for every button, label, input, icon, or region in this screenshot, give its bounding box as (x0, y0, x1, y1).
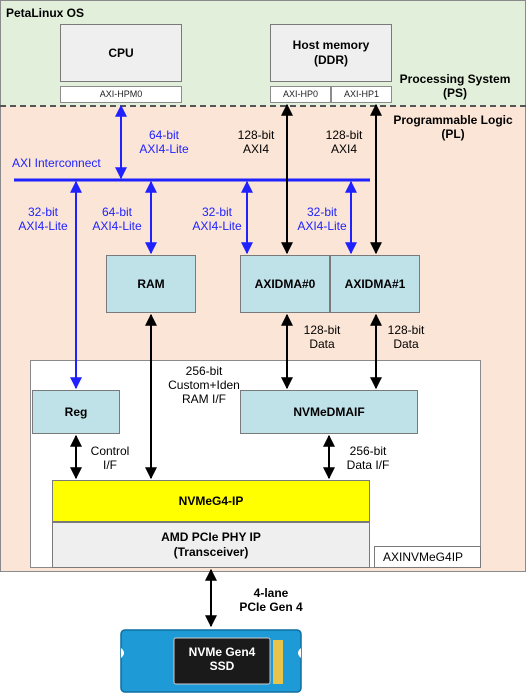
hp1-bus-protocol: AXI4 (330, 142, 357, 156)
phy-line1: AMD PCIe PHY IP (161, 530, 261, 544)
ram-bus-label: 64-bit AXI4-Lite (86, 205, 148, 233)
cpu-label: CPU (108, 45, 134, 60)
ps-title: Processing System (PS) (386, 72, 524, 100)
reg-bus-width: 32-bit (27, 205, 59, 219)
ram-bus-protocol: AXI4-Lite (92, 219, 142, 233)
reg-block: Reg (32, 390, 120, 434)
dma0-data-type: Data (309, 337, 335, 351)
data-if-width: 256-bit (349, 444, 387, 458)
cpu-bus-label: 64-bit AXI4-Lite (128, 128, 200, 156)
ssd-label: NVMe Gen4 SSD (174, 645, 270, 673)
dma1-ctrl-protocol: AXI4-Lite (297, 219, 347, 233)
control-if-label: Control I/F (84, 444, 136, 472)
host-memory-line2: (DDR) (314, 53, 348, 67)
axidma1-block: AXIDMA#1 (330, 255, 420, 313)
dma1-data-label: 128-bit Data (378, 323, 434, 351)
axinvmeg4ip-label: AXINVMeG4IP (374, 546, 481, 568)
dma1-ctrl-width: 32-bit (306, 205, 338, 219)
ram-if-width: 256-bit (185, 364, 223, 378)
axi-interconnect-label: AXI Interconnect (12, 156, 101, 170)
hp0-bus-width: 128-bit (237, 128, 275, 142)
ram-if-name: RAM I/F (182, 392, 226, 406)
cpu-bus-width: 64-bit (148, 128, 180, 142)
pl-title: Programmable Logic (PL) (382, 113, 524, 141)
axidma0-block: AXIDMA#0 (240, 255, 330, 313)
host-memory-line1: Host memory (292, 38, 370, 52)
host-port-hp1: AXI-HP1 (331, 86, 392, 103)
ssd-line1: NVMe Gen4 (188, 645, 256, 659)
data-if-label: 256-bit Data I/F (338, 444, 398, 472)
dma0-ctrl-protocol: AXI4-Lite (192, 219, 242, 233)
pl-title-line2: (PL) (441, 127, 465, 141)
dma1-data-type: Data (393, 337, 419, 351)
ram-bus-width: 64-bit (101, 205, 133, 219)
pl-title-line1: Programmable Logic (393, 113, 513, 127)
axidma0-label: AXIDMA#0 (254, 276, 316, 291)
dma1-ctrl-label: 32-bit AXI4-Lite (291, 205, 353, 233)
nvmeg4ip-block: NVMeG4-IP (52, 480, 370, 522)
ram-label: RAM (137, 276, 165, 291)
dma0-data-width: 128-bit (303, 323, 341, 337)
control-if-line2: I/F (103, 458, 117, 472)
host-port-hp0: AXI-HP0 (270, 86, 331, 103)
cpu-bus-protocol: AXI4-Lite (139, 142, 189, 156)
ps-title-line2: (PS) (443, 86, 467, 100)
pcie-lanes: 4-lane (253, 586, 289, 600)
hp1-bus-label: 128-bit AXI4 (316, 128, 372, 156)
ps-pl-boundary (0, 105, 526, 107)
hp0-bus-protocol: AXI4 (242, 142, 269, 156)
cpu-port-hpm0: AXI-HPM0 (60, 86, 182, 103)
pcie-label: 4-lane PCIe Gen 4 (226, 586, 316, 614)
ram-if-label: 256-bit Custom+Iden RAM I/F (160, 364, 248, 406)
ram-if-type: Custom+Iden (168, 378, 240, 392)
reg-bus-protocol: AXI4-Lite (18, 219, 68, 233)
axidma1-label: AXIDMA#1 (344, 276, 406, 291)
pcie-gen: PCIe Gen 4 (239, 600, 303, 614)
control-if-line1: Control (90, 444, 130, 458)
dma0-ctrl-label: 32-bit AXI4-Lite (186, 205, 248, 233)
host-memory-block: Host memory (DDR) (270, 24, 392, 82)
nvmedmaif-block: NVMeDMAIF (240, 390, 418, 434)
reg-label: Reg (64, 404, 88, 419)
os-label: PetaLinux OS (6, 6, 85, 20)
hp0-bus-label: 128-bit AXI4 (228, 128, 284, 156)
dma0-ctrl-width: 32-bit (201, 205, 233, 219)
data-if-type: Data I/F (346, 458, 390, 472)
dma1-data-width: 128-bit (387, 323, 425, 337)
dma0-data-label: 128-bit Data (294, 323, 350, 351)
ram-block: RAM (106, 255, 196, 313)
ssd-icon (120, 629, 302, 693)
cpu-block: CPU (60, 24, 182, 82)
ssd-line2: SSD (209, 659, 235, 673)
phy-block: AMD PCIe PHY IP (Transceiver) (52, 522, 370, 568)
nvmedmaif-label: NVMeDMAIF (293, 404, 365, 419)
nvmeg4ip-label: NVMeG4-IP (178, 493, 244, 508)
phy-line2: (Transceiver) (173, 545, 249, 559)
ps-title-line1: Processing System (399, 72, 511, 86)
hp1-bus-width: 128-bit (325, 128, 363, 142)
reg-bus-label: 32-bit AXI4-Lite (12, 205, 74, 233)
